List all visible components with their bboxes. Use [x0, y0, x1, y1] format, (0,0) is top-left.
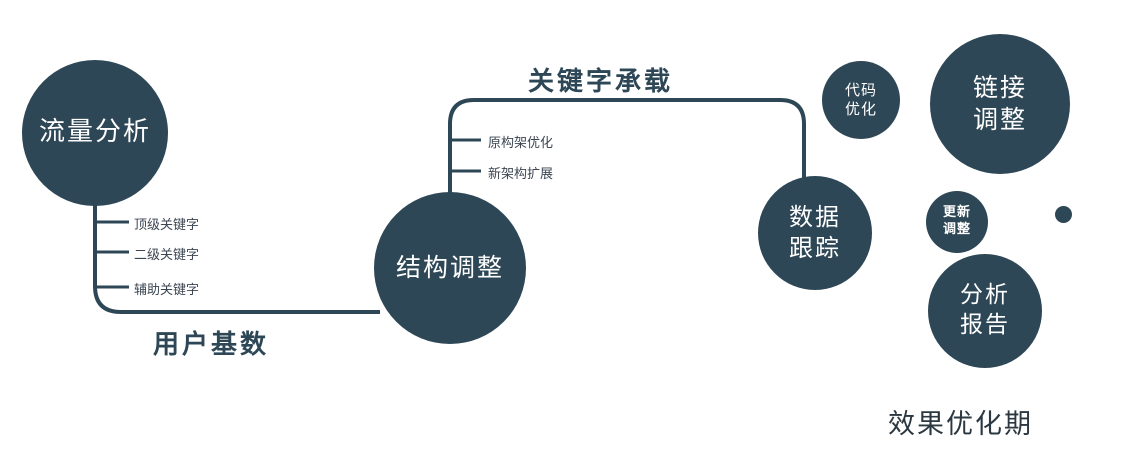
node-analysis-report: 分析 报告	[928, 254, 1042, 368]
branch-label-structure-expand: 新架构扩展	[488, 167, 554, 182]
node-label: 跟踪	[789, 234, 841, 262]
branch-label-structure-optimize: 原构架优化	[488, 136, 554, 151]
node-label: 结构调整	[395, 252, 504, 282]
node-update-adjustment: 更新 调整	[926, 191, 988, 253]
node-link-adjustment: 链接 调整	[930, 34, 1070, 174]
node-label: 调整	[942, 222, 971, 237]
node-label: 数据	[789, 202, 841, 231]
node-label: 分析	[960, 282, 1010, 309]
node-data-tracking: 数据 跟踪	[758, 176, 872, 290]
node-label: 流量分析	[38, 117, 151, 148]
dot-marker	[1055, 206, 1072, 223]
edge-label-keyword-carry: 关键字承载	[528, 67, 674, 97]
branch-label-aux-keyword: 辅助关键字	[134, 283, 200, 298]
node-structure-adjust: 结构调整	[374, 192, 526, 344]
branch-label-second-keyword: 二级关键字	[134, 248, 200, 263]
edge-keyword-carry-line	[448, 98, 806, 196]
node-label: 报告	[960, 312, 1010, 338]
node-label: 优化	[844, 100, 877, 118]
node-label: 代码	[844, 80, 877, 99]
node-label: 链接	[972, 72, 1027, 102]
node-traffic-analysis: 流量分析	[22, 60, 168, 206]
branch-label-top-keyword: 顶级关键字	[134, 218, 200, 233]
footer-label-effect-phase: 效果优化期	[888, 409, 1033, 440]
node-code-optimization: 代码 优化	[822, 61, 900, 139]
node-label: 调整	[972, 105, 1027, 134]
node-label: 更新	[942, 205, 971, 221]
edge-label-user-base: 用户基数	[153, 330, 270, 360]
